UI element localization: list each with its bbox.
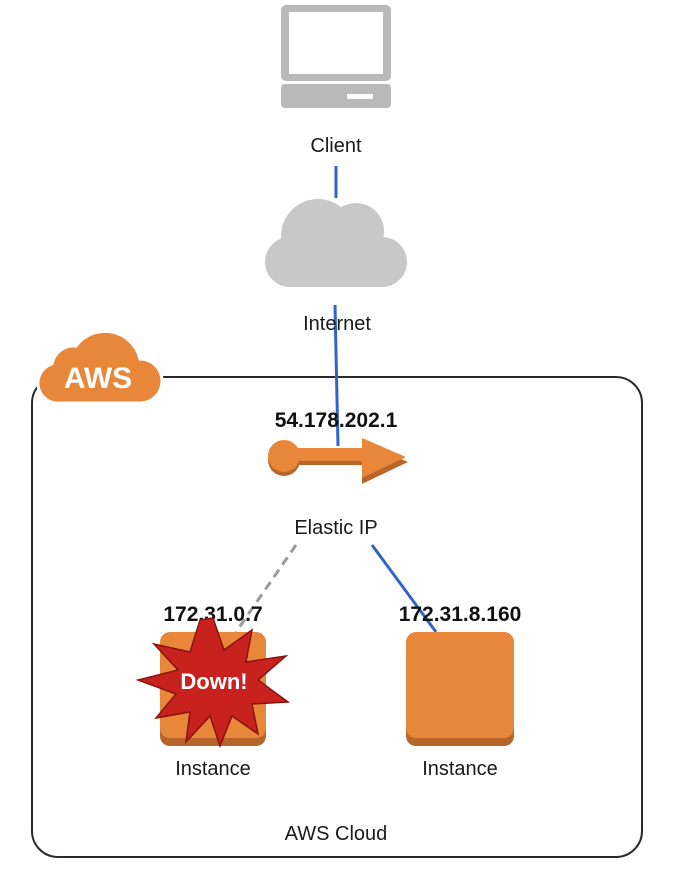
instance-a-label: Instance bbox=[175, 758, 251, 780]
elastic-ip-label: Elastic IP bbox=[294, 517, 377, 539]
instance-b-address: 172.31.8.160 bbox=[399, 603, 522, 626]
instance-b-label: Instance bbox=[422, 758, 498, 780]
elastic-ip-arrow-icon bbox=[268, 438, 408, 484]
instance-a-node: 172.31.0.7 Down! Instance bbox=[135, 603, 291, 780]
internet-node: Internet bbox=[265, 199, 407, 335]
cloud-icon bbox=[265, 199, 407, 287]
edge-internet-elastic-ip bbox=[333, 304, 340, 447]
instance-a-address: 172.31.0.7 bbox=[163, 603, 262, 626]
aws-badge: AWS bbox=[36, 329, 164, 405]
edge-elastic-ip-instance-b bbox=[370, 544, 438, 633]
client-label: Client bbox=[310, 135, 362, 157]
elastic-ip-node: 54.178.202.1 Elastic IP bbox=[268, 409, 408, 539]
client-node: Client bbox=[281, 5, 391, 157]
laptop-icon bbox=[281, 5, 391, 108]
down-burst-icon bbox=[135, 617, 291, 749]
aws-badge-text: AWS bbox=[64, 362, 132, 395]
elastic-ip-address: 54.178.202.1 bbox=[275, 409, 398, 432]
aws-cloud-icon bbox=[36, 329, 164, 405]
instance-b-node: 172.31.8.160 Instance bbox=[399, 603, 522, 780]
instance-icon bbox=[406, 632, 514, 746]
instance-a-status: Down! bbox=[180, 669, 247, 694]
internet-label: Internet bbox=[303, 313, 371, 335]
aws-cloud-label: AWS Cloud bbox=[285, 823, 388, 845]
edge-elastic-ip-instance-a bbox=[234, 544, 298, 633]
